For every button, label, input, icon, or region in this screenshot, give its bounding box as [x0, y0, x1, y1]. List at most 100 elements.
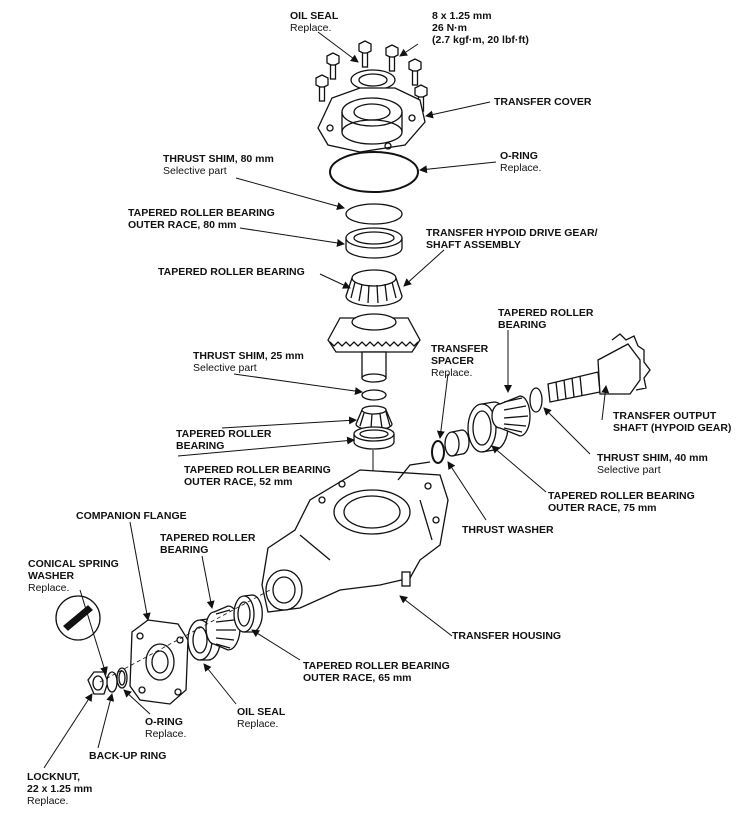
label-line-1: TAPERED ROLLER [176, 428, 272, 440]
label-note: Replace. [28, 582, 70, 594]
label-oil-seal-top: OIL SEAL Replace. [290, 10, 338, 34]
companion-flange [129, 619, 189, 705]
label-title: TAPERED ROLLER BEARING [158, 266, 305, 278]
transfer-housing [261, 461, 449, 613]
label-title: TRANSFER COVER [494, 96, 592, 108]
label-line-2: 22 x 1.25 mm [27, 783, 93, 795]
label-drive-gear: TRANSFER HYPOID DRIVE GEAR/ SHAFT ASSEMB… [426, 227, 598, 251]
oil-seal-top [350, 69, 396, 91]
label-line-2: BEARING [176, 440, 225, 452]
label-line-1: TAPERED ROLLER [498, 307, 594, 319]
label-line-2: WASHER [28, 570, 75, 582]
label-line-2: SPACER [431, 355, 474, 367]
label-o-ring-low: O-RING Replace. [145, 716, 186, 740]
output-shaft [547, 333, 651, 403]
label-line-2: SHAFT ASSEMBLY [426, 239, 521, 251]
transfer-cover [317, 87, 426, 153]
label-line-1: LOCKNUT, [27, 771, 81, 783]
label-oil-seal-low: OIL SEAL Replace. [237, 706, 285, 730]
label-line-1: TAPERED ROLLER BEARING [128, 207, 275, 219]
tapered-bearing-right [491, 395, 531, 437]
label-line-1: TRANSFER [431, 343, 489, 355]
label-note: Replace. [27, 795, 69, 807]
thrust-washer [431, 440, 445, 464]
locknut-assembly [87, 667, 128, 695]
thrust-shim-80 [345, 203, 403, 225]
label-outer-race-75: TAPERED ROLLER BEARING OUTER RACE, 75 mm [548, 490, 695, 514]
label-note: Selective part [193, 362, 257, 374]
label-line-2: OUTER RACE, 80 mm [128, 219, 237, 231]
label-line-2: OUTER RACE, 65 mm [303, 672, 412, 684]
label-output-shaft: TRANSFER OUTPUT SHAFT (HYPOID GEAR) [613, 410, 731, 434]
label-note: Replace. [500, 162, 542, 174]
conical-spring-washer [55, 595, 101, 641]
label-title: COMPANION FLANGE [76, 510, 187, 522]
label-note: Selective part [597, 464, 661, 476]
label-outer-race-65: TAPERED ROLLER BEARING OUTER RACE, 65 mm [303, 660, 450, 684]
label-line-1: 8 x 1.25 mm [432, 10, 492, 22]
label-bearing-right: TAPERED ROLLER BEARING [498, 307, 593, 331]
label-backup-ring: BACK-UP RING [89, 750, 166, 762]
transfer-spacer [444, 429, 470, 457]
label-thrust-washer: THRUST WASHER [462, 524, 554, 536]
label-thrust-shim-80: THRUST SHIM, 80 mm Selective part [163, 153, 274, 177]
label-title: THRUST SHIM, 80 mm [163, 153, 274, 165]
label-note: Selective part [163, 165, 227, 177]
label-title: O-RING [500, 150, 538, 162]
label-transfer-cover: TRANSFER COVER [494, 96, 591, 108]
label-line-1: TAPERED ROLLER BEARING [303, 660, 450, 672]
label-conical-washer: CONICAL SPRING WASHER Replace. [28, 558, 119, 594]
thrust-shim-40 [529, 387, 543, 413]
label-title: BACK-UP RING [89, 750, 167, 762]
label-title: THRUST SHIM, 40 mm [597, 452, 708, 464]
label-bolt-spec: 8 x 1.25 mm 26 N·m (2.7 kgf·m, 20 lbf·ft… [432, 10, 529, 46]
label-line-1: CONICAL SPRING [28, 558, 119, 570]
label-transfer-spacer: TRANSFER SPACER Replace. [431, 343, 488, 379]
label-line-2: OUTER RACE, 52 mm [184, 476, 293, 488]
tapered-bearing-top [345, 269, 403, 307]
outer-race-52 [353, 426, 395, 450]
outer-race-65 [233, 594, 263, 633]
label-line-2: 26 N·m [432, 22, 468, 34]
label-note: Replace. [290, 22, 332, 34]
label-note: Replace. [237, 718, 279, 730]
label-o-ring-top: O-RING Replace. [500, 150, 541, 174]
label-line-2: BEARING [160, 544, 209, 556]
label-outer-race-80: TAPERED ROLLER BEARING OUTER RACE, 80 mm [128, 207, 275, 231]
label-line-2: OUTER RACE, 75 mm [548, 502, 657, 514]
hypoid-drive-gear [327, 313, 421, 383]
label-bearing-low: TAPERED ROLLER BEARING [160, 532, 255, 556]
outer-race-75 [467, 401, 509, 453]
label-title: OIL SEAL [237, 706, 286, 718]
label-line-1: TAPERED ROLLER BEARING [184, 464, 331, 476]
label-line-1: TAPERED ROLLER BEARING [548, 490, 695, 502]
label-line-1: TAPERED ROLLER [160, 532, 256, 544]
tapered-bearing-mid [355, 405, 393, 431]
label-line-2: SHAFT (HYPOID GEAR) [613, 422, 732, 434]
label-line-1: TRANSFER HYPOID DRIVE GEAR/ [426, 227, 598, 239]
label-transfer-housing: TRANSFER HOUSING [452, 630, 561, 642]
label-bearing-top: TAPERED ROLLER BEARING [158, 266, 305, 278]
label-title: THRUST WASHER [462, 524, 554, 536]
label-note: Replace. [145, 728, 187, 740]
label-outer-race-52: TAPERED ROLLER BEARING OUTER RACE, 52 mm [184, 464, 331, 488]
label-thrust-shim-40: THRUST SHIM, 40 mm Selective part [597, 452, 708, 476]
label-companion-flange: COMPANION FLANGE [76, 510, 187, 522]
label-title: OIL SEAL [290, 10, 339, 22]
label-line-1: TRANSFER OUTPUT [613, 410, 717, 422]
leader-lines [43, 31, 610, 769]
label-thrust-shim-25: THRUST SHIM, 25 mm Selective part [193, 350, 304, 374]
label-line-2: BEARING [498, 319, 547, 331]
outer-race-80 [345, 227, 403, 259]
label-bearing-mid: TAPERED ROLLER BEARING [176, 428, 271, 452]
label-note: Replace. [431, 367, 473, 379]
label-locknut: LOCKNUT, 22 x 1.25 mm Replace. [27, 771, 92, 807]
label-title: THRUST SHIM, 25 mm [193, 350, 304, 362]
label-title: O-RING [145, 716, 183, 728]
o-ring-top [329, 151, 419, 193]
thrust-shim-25 [361, 389, 387, 401]
label-title: TRANSFER HOUSING [452, 630, 562, 642]
label-line-3: (2.7 kgf·m, 20 lbf·ft) [432, 34, 529, 46]
